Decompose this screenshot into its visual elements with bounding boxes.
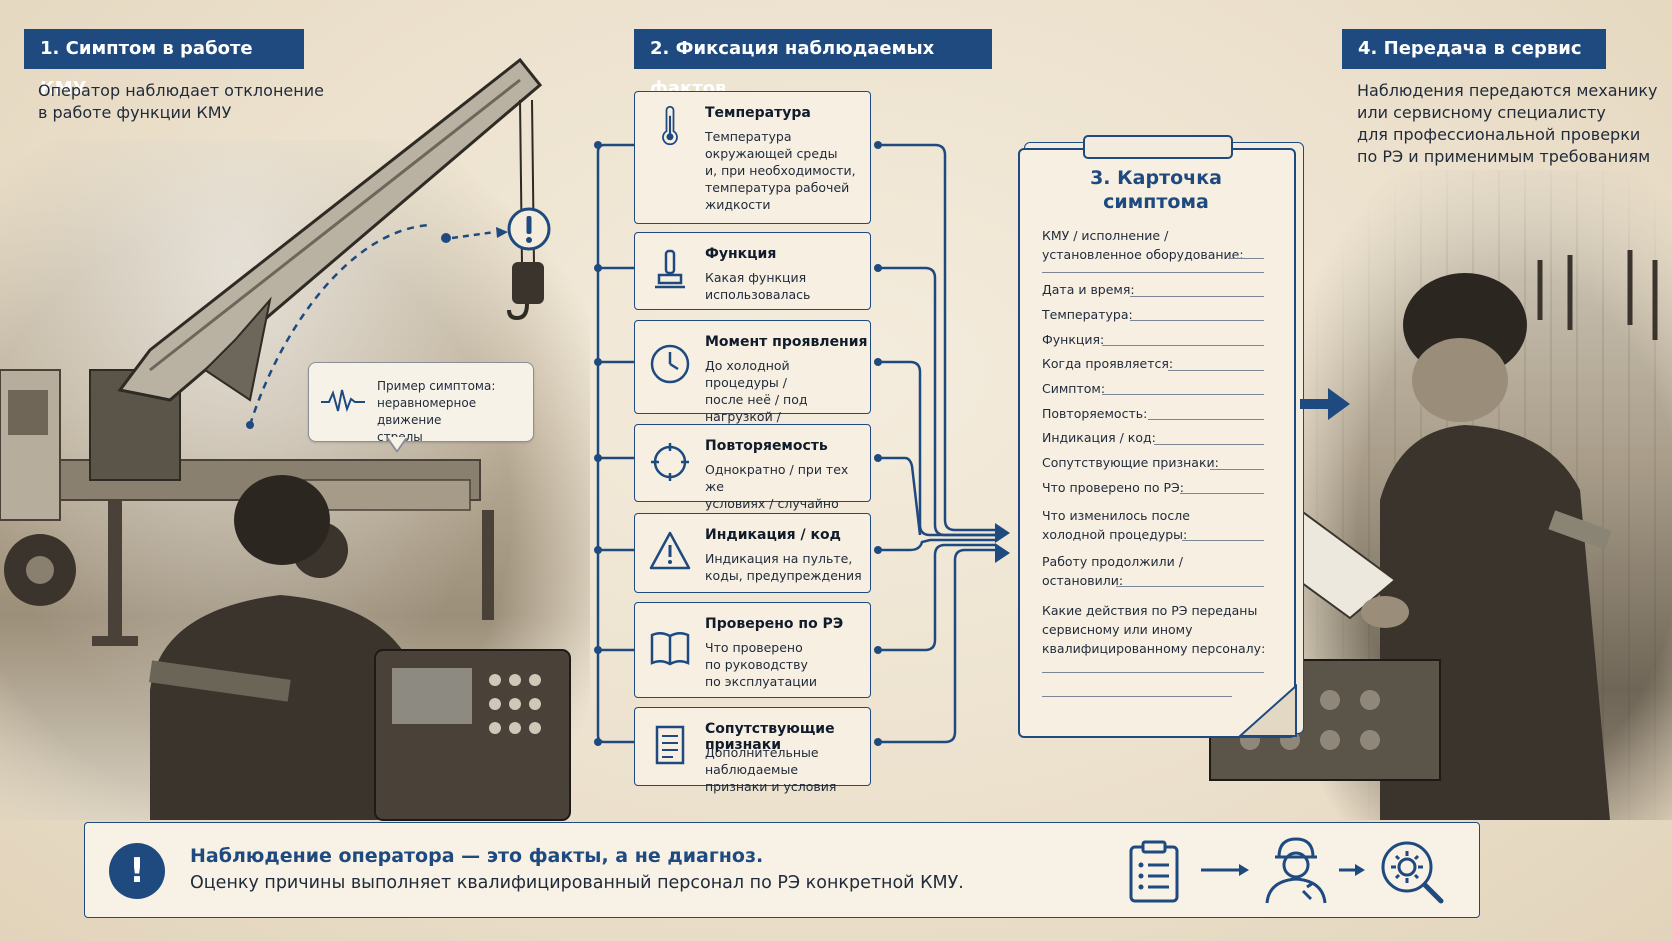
fact-function: Функция Какая функция использовалась xyxy=(634,232,871,310)
step4-description: Наблюдения передаются механику или серви… xyxy=(1357,81,1658,166)
symptom-card xyxy=(1018,148,1296,738)
card-clip xyxy=(1083,135,1233,159)
card-field-line xyxy=(1130,320,1264,321)
banner-text: Оценку причины выполняет квалифицированн… xyxy=(190,873,964,893)
fact-body: Однократно / при тех же условиях / случа… xyxy=(705,462,849,511)
warning-icon xyxy=(649,531,691,570)
fact-title: Сопутствующие признаки xyxy=(705,721,835,753)
card-row: Дата и время: xyxy=(1042,282,1135,297)
waveform-icon xyxy=(321,389,365,413)
fact-related-signs: Сопутствующие признаки Дополнительные на… xyxy=(634,707,871,794)
card-row: Функция: xyxy=(1042,332,1105,347)
fact-body: Дополнительные наблюдаемые признаки и ус… xyxy=(705,745,837,794)
card-field-line xyxy=(1102,394,1264,395)
card-field-line xyxy=(1228,258,1264,259)
bottom-note-banner: ! Наблюдение оператора — это факты, а не… xyxy=(84,822,1480,918)
card-row: Температура: xyxy=(1042,307,1133,322)
card-fold xyxy=(1237,683,1297,737)
joystick-icon xyxy=(655,249,685,289)
step1-description: Оператор наблюдает отклонение в работе ф… xyxy=(38,81,324,122)
step1-title: 1. Симптом в работе КМУ xyxy=(24,29,304,99)
step2-title: 2. Фиксация наблюдаемых фактов xyxy=(634,29,992,99)
card-row: Что проверено по РЭ: xyxy=(1042,480,1184,495)
card-title: 3. Карточка симптома xyxy=(1090,167,1222,213)
alert-icon xyxy=(507,207,551,251)
fact-connectors xyxy=(594,141,1010,746)
document-icon xyxy=(655,725,685,765)
arrow-right-icon xyxy=(1339,864,1365,876)
fact-body: Индикация на пульте, коды, предупреждени… xyxy=(705,551,862,583)
symptom-example-text: Пример симптома: неравномерное движение … xyxy=(377,379,496,444)
card-field-line xyxy=(1130,296,1264,297)
clock-icon xyxy=(650,344,690,384)
card-row: Работу продолжили / остановили: xyxy=(1042,554,1183,588)
book-icon xyxy=(650,632,690,666)
card-field-line xyxy=(1042,272,1264,273)
fact-moment: Момент проявления До холодной процедуры … xyxy=(634,320,871,441)
card-row: Что изменилось после холодной процедуры: xyxy=(1042,508,1190,542)
card-row: Какие действия по РЭ переданы сервисному… xyxy=(1042,603,1266,656)
symptom-example-bubble: Пример симптома: неравномерное движение … xyxy=(308,362,534,444)
info-exclamation-icon: ! xyxy=(109,843,165,899)
banner-title: Наблюдение оператора — это факты, а не д… xyxy=(190,845,764,867)
gear-magnifier-icon xyxy=(1381,841,1444,904)
fact-title: Функция xyxy=(705,246,777,262)
fact-body: Температура окружающей среды и, при необ… xyxy=(705,129,856,212)
motion-path-arrow xyxy=(246,223,508,429)
card-field-line xyxy=(1210,469,1264,470)
card-row: Сопутствующие признаки: xyxy=(1042,455,1219,470)
thermometer-icon xyxy=(662,105,678,146)
fact-title: Индикация / код xyxy=(705,527,841,543)
fact-repeatability: Повторяемость Однократно / при тех же ус… xyxy=(634,424,871,511)
card-row: Симптом: xyxy=(1042,381,1106,396)
fact-indication: Индикация / код Индикация на пульте, код… xyxy=(634,513,871,593)
card-field-line xyxy=(1042,672,1264,673)
card-field-line xyxy=(1182,540,1264,541)
card-row: Когда проявляется: xyxy=(1042,356,1174,371)
fact-title: Проверено по РЭ xyxy=(705,616,844,632)
repeat-icon xyxy=(651,443,689,481)
fact-title: Повторяемость xyxy=(705,438,828,454)
fact-temperature: Температура Температура окружающей среды… xyxy=(634,91,871,224)
card-row: Повторяемость: xyxy=(1042,406,1148,421)
card-field-line xyxy=(1148,419,1264,420)
card-row: Индикация / код: xyxy=(1042,430,1156,445)
card-field-line xyxy=(1168,370,1264,371)
fact-checked-manual: Проверено по РЭ Что проверено по руковод… xyxy=(634,602,871,698)
step4-title: 4. Передача в сервис xyxy=(1342,29,1606,69)
card-field-line xyxy=(1154,444,1264,445)
crane-illustration xyxy=(0,57,571,821)
card-field-line xyxy=(1042,696,1232,697)
fact-body: Что проверено по руководству по эксплуат… xyxy=(705,640,817,689)
fact-body: Какая функция использовалась xyxy=(705,270,811,302)
card-field-line xyxy=(1180,493,1264,494)
card-row: КМУ / исполнение / установленное оборудо… xyxy=(1042,228,1244,262)
card-field-line xyxy=(1116,586,1264,587)
clipboard-icon xyxy=(1129,840,1179,903)
arrow-right-icon xyxy=(1201,864,1249,876)
handoff-arrow xyxy=(1300,388,1350,420)
fact-title: Момент проявления xyxy=(705,334,868,350)
card-field-line xyxy=(1102,345,1264,346)
mechanic-illustration xyxy=(1209,250,1658,820)
bubble-tail-inner xyxy=(388,437,406,450)
mechanic-icon xyxy=(1265,837,1327,904)
fact-title: Температура xyxy=(705,105,811,121)
